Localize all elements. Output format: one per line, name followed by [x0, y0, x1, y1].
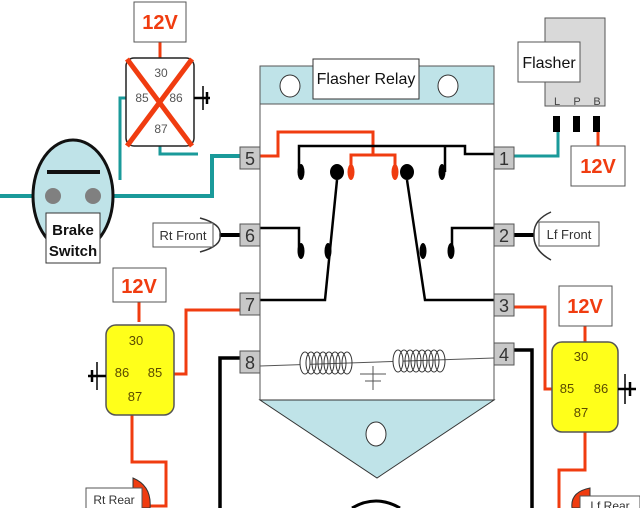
- relay-pin-85: 85: [560, 381, 574, 396]
- lamp-rt-rear: Rt Rear: [85, 477, 151, 508]
- lamp-lf-rear: Lf Rear: [571, 487, 640, 508]
- brake-switch: Brake Switch: [31, 138, 115, 264]
- relay-pin-30: 30: [574, 349, 588, 364]
- mounting-hole-right: [437, 74, 459, 98]
- lamp-label: Rt Rear: [93, 493, 134, 507]
- relay-pin-85: 85: [148, 365, 162, 380]
- relay-pin-30: 30: [129, 333, 143, 348]
- flasher-terminal-p: P: [573, 96, 580, 108]
- contact-point: [347, 164, 355, 180]
- pin-label: 3: [499, 296, 509, 316]
- relay-pin-87: 87: [128, 389, 142, 404]
- lamp-label: Rt Front: [160, 228, 207, 243]
- pin-label: 2: [499, 226, 509, 246]
- pin-label: 7: [245, 295, 255, 315]
- relay-pin-87: 87: [574, 405, 588, 420]
- relay-pin-30: 30: [154, 66, 168, 80]
- lamp-rt-front: Rt Front: [152, 217, 221, 253]
- relay-pin-86: 86: [115, 365, 129, 380]
- relay-pin-86: 86: [594, 381, 608, 396]
- flasher-unit: Flasher L P B: [517, 17, 606, 132]
- brake-switch-label-line1: Brake: [52, 222, 94, 239]
- flasher-label: Flasher: [522, 55, 576, 72]
- cross-out-icon: [124, 57, 195, 148]
- wire-pin1-to-flasher: [514, 118, 560, 158]
- supply-12v-left-relay: 12V: [112, 267, 167, 303]
- pin-label: 8: [245, 353, 255, 373]
- lamp-lf-front: Lf Front: [533, 211, 600, 261]
- pin-label: 5: [245, 149, 255, 169]
- contact-point: [297, 164, 305, 180]
- supply-12v-top-left: 12V: [133, 1, 187, 43]
- pin-4[interactable]: 4: [493, 342, 515, 366]
- wire-crossed-relay-85: [118, 96, 126, 180]
- lamp-label: Lf Rear: [590, 499, 629, 508]
- relay-pin-87: 87: [154, 122, 168, 136]
- coil-icon: [299, 351, 353, 375]
- pin-6[interactable]: 6: [239, 223, 261, 247]
- contact-point: [438, 164, 446, 180]
- supply-12v-right-relay: 12V: [558, 285, 613, 327]
- pin-1[interactable]: 1: [493, 146, 515, 170]
- pin-7[interactable]: 7: [239, 292, 261, 316]
- switch-arm-right: [405, 179, 494, 302]
- contact-point: [419, 243, 427, 259]
- wire-pin3-to-right-relay-85: [514, 305, 552, 391]
- brake-switch-label-line2: Switch: [49, 243, 97, 260]
- supply-label: 12V: [567, 296, 603, 318]
- switch-arm-left: [260, 179, 339, 302]
- ground-icon: [618, 374, 636, 404]
- wire-left-relay-87-to-rt-rear: [130, 414, 168, 508]
- right-aux-relay: 30 85 86 87: [551, 341, 636, 433]
- relay-pin-86: 86: [169, 91, 183, 105]
- contact-point: [324, 243, 332, 259]
- left-aux-relay: 30 86 85 87: [88, 324, 175, 416]
- pin-2[interactable]: 2: [493, 223, 515, 247]
- wire-pin8-down: [218, 356, 240, 508]
- ground-icon: [194, 86, 210, 110]
- contact-point: [297, 243, 305, 259]
- pin-label: 1: [499, 149, 509, 169]
- wire-right-relay-87-to-lf-rear: [557, 430, 587, 508]
- supply-label: 12V: [142, 12, 178, 34]
- relay-title: Flasher Relay: [317, 71, 416, 88]
- partial-component-arc: [351, 499, 401, 508]
- coil-icon: [392, 349, 446, 373]
- flasher-terminal-l: L: [554, 96, 560, 108]
- wire-brake-to-pin5: [98, 154, 240, 198]
- pin-5[interactable]: 5: [239, 146, 261, 170]
- ground-icon: [360, 366, 386, 390]
- wire-pin4-down: [514, 348, 534, 508]
- wire-crossed-relay-87: [158, 146, 198, 156]
- flasher-terminal-b: B: [593, 96, 600, 108]
- mounting-hole-left: [279, 74, 301, 98]
- relay-pin-85: 85: [135, 91, 149, 105]
- contact-point: [330, 164, 344, 180]
- internal-common-trace: [297, 144, 494, 172]
- supply-12v-flasher: 12V: [570, 145, 626, 187]
- ground-icon: [88, 362, 106, 390]
- internal-hot-fork: [349, 153, 397, 172]
- contact-point: [447, 243, 455, 259]
- pin-label: 6: [245, 226, 255, 246]
- brake-switch-terminal-left: [45, 188, 61, 204]
- flasher-relay: Flasher Relay: [258, 58, 496, 479]
- crossed-out-relay: 30 85 86 87: [124, 57, 210, 148]
- supply-label: 12V: [121, 276, 157, 298]
- brake-switch-terminal-right: [85, 188, 101, 204]
- supply-label: 12V: [580, 156, 616, 178]
- pin-8[interactable]: 8: [239, 350, 261, 374]
- lamp-label: Lf Front: [547, 227, 592, 242]
- pin-3[interactable]: 3: [493, 293, 515, 317]
- wire-left-relay-85-to-pin7: [174, 308, 240, 376]
- contact-point: [391, 164, 399, 180]
- pin-label: 4: [499, 345, 509, 365]
- internal-hot-trace: [260, 130, 375, 158]
- contact-point: [400, 164, 414, 180]
- mounting-hole-bottom: [365, 421, 387, 447]
